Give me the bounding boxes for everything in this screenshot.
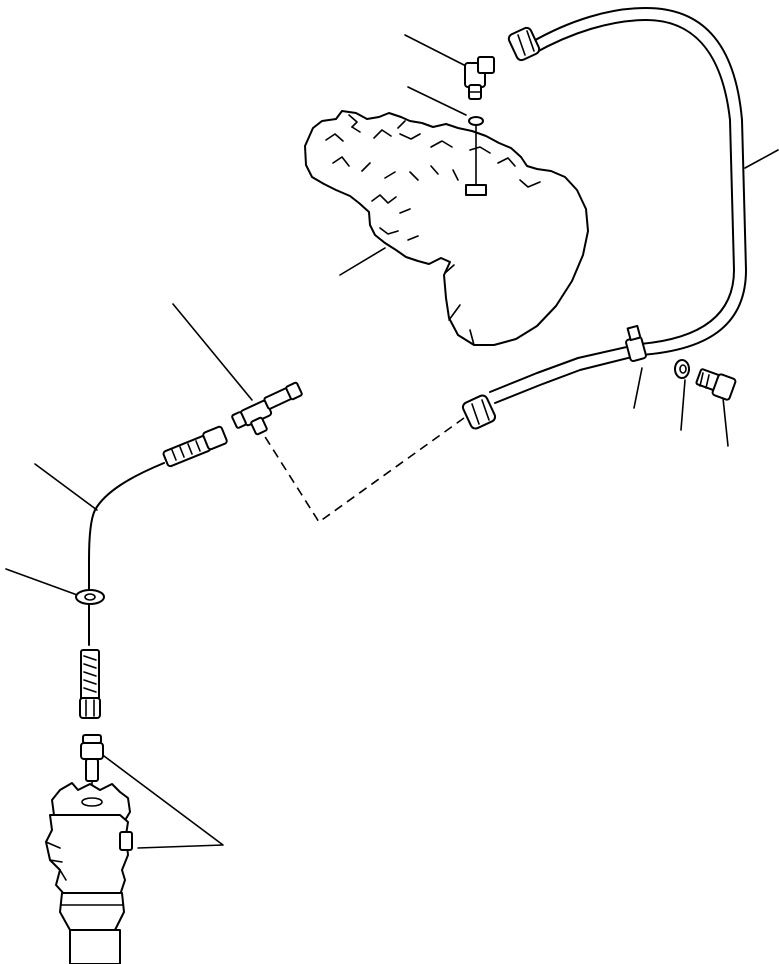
leader-washer	[680, 379, 686, 431]
leader-o-ring	[407, 86, 467, 116]
hose-clamp	[625, 324, 647, 363]
o-ring	[468, 116, 484, 126]
leader-line-clamp	[5, 568, 81, 597]
flexible-line	[79, 425, 228, 719]
leader-flexible-line	[34, 463, 98, 511]
washer	[674, 359, 690, 379]
gauge-body	[45, 782, 133, 964]
leader-bolt	[722, 397, 729, 447]
leader-lines	[5, 34, 779, 849]
leader-hose-tube	[744, 149, 779, 169]
housing-port	[465, 184, 487, 196]
fitting-elbow	[464, 56, 495, 100]
lower-adapter	[80, 734, 104, 801]
top-hose-nut	[507, 26, 541, 62]
leader-fitting-elbow	[404, 34, 465, 66]
bottom-hose-nut	[461, 394, 497, 430]
leader-hose-clamp	[633, 367, 643, 409]
routing-line	[261, 417, 465, 524]
leader-lower-adapter	[103, 755, 224, 849]
bolt	[695, 368, 737, 401]
leader-tee-fitting	[172, 303, 253, 401]
hose-tube	[461, 7, 747, 430]
line-clamp	[75, 589, 105, 605]
leader-engine-housing	[339, 247, 386, 276]
tee-fitting	[231, 381, 303, 436]
engine-housing	[304, 110, 589, 346]
